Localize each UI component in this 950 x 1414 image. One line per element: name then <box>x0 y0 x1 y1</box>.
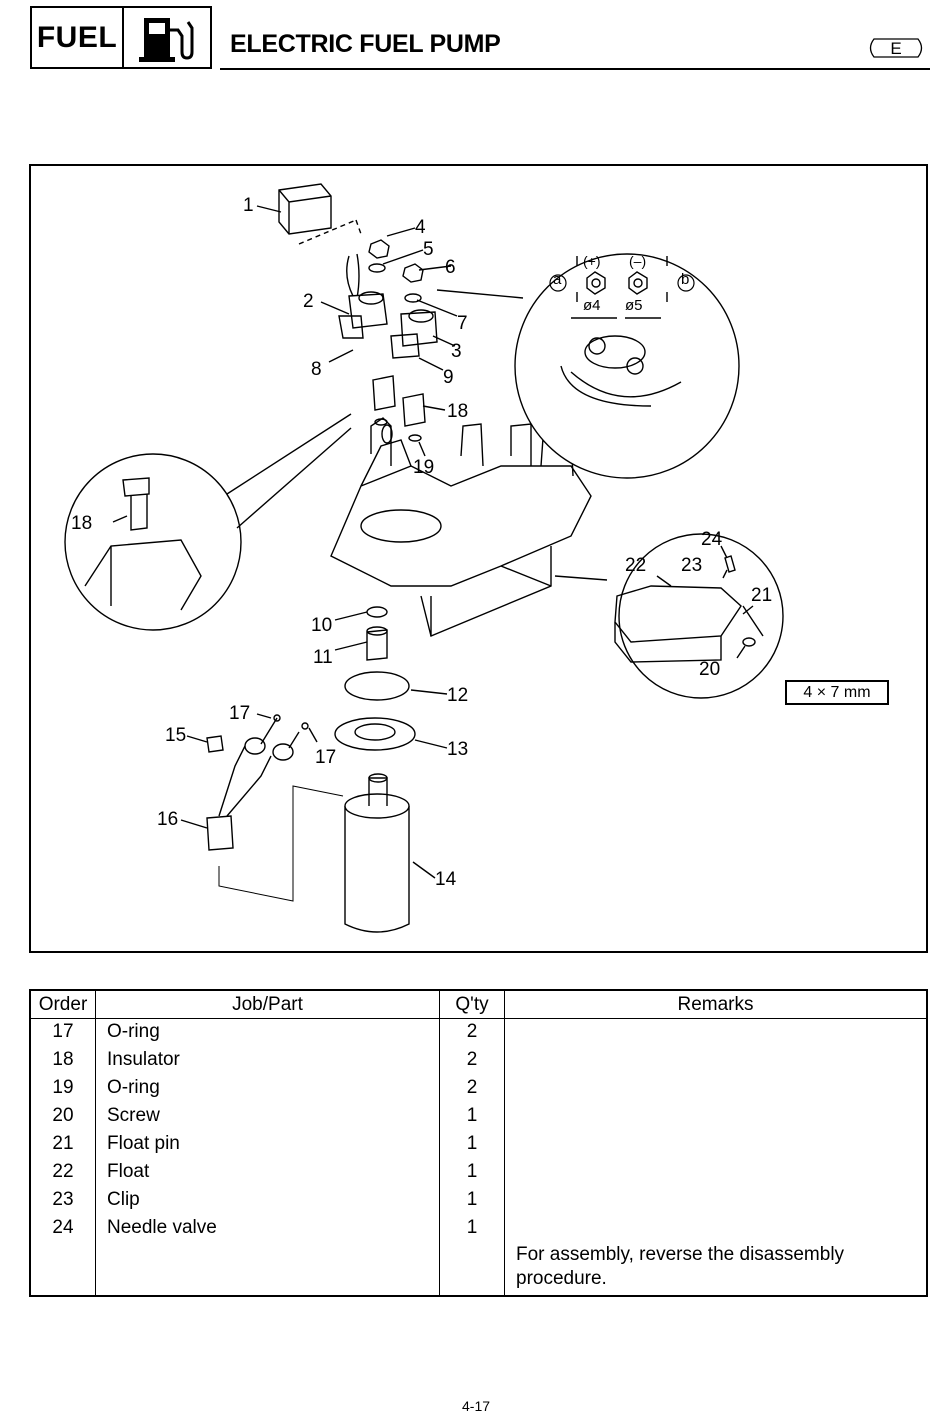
part-cell: Float pin <box>95 1131 440 1159</box>
detail-label-b: b <box>681 271 690 288</box>
detail-label-dia5: ø5 <box>625 297 643 314</box>
callout-6: 6 <box>445 257 456 278</box>
table-row: 23 Clip 1 <box>29 1187 928 1215</box>
page-number: 4-17 <box>462 1398 491 1414</box>
order-cell: 23 <box>29 1187 96 1215</box>
detail-label-a: a <box>553 271 562 288</box>
callout-16: 16 <box>157 809 179 830</box>
remarks-cell <box>504 1103 928 1131</box>
remarks-cell <box>504 1047 928 1075</box>
remarks-cell <box>504 1215 928 1243</box>
callout-24: 24 <box>701 529 723 550</box>
callout-5: 5 <box>423 239 434 260</box>
table-row: 22 Float 1 <box>29 1159 928 1187</box>
callout-3: 3 <box>451 341 462 362</box>
part-cell: Float <box>95 1159 440 1187</box>
title-underline <box>220 68 930 70</box>
callout-14: 14 <box>435 869 457 890</box>
qty-cell: 1 <box>439 1187 505 1215</box>
callout-18a: 18 <box>447 401 469 422</box>
callout-20: 20 <box>699 659 721 680</box>
order-cell: 20 <box>29 1103 96 1131</box>
col-order: Order <box>29 990 96 1019</box>
callout-18b: 18 <box>71 513 93 534</box>
callout-1: 1 <box>243 195 254 216</box>
callout-10: 10 <box>311 615 333 636</box>
part-cell: O-ring <box>95 1018 440 1047</box>
order-cell: 19 <box>29 1075 96 1103</box>
qty-cell: 2 <box>439 1075 505 1103</box>
callout-13: 13 <box>447 739 469 760</box>
fuel-pump-icon <box>124 8 210 67</box>
remarks-cell <box>504 1018 928 1047</box>
remarks-cell <box>504 1075 928 1103</box>
callout-2: 2 <box>303 291 314 312</box>
qty-cell: 1 <box>439 1215 505 1243</box>
part-cell: Screw <box>95 1103 440 1131</box>
table-row: 21 Float pin 1 <box>29 1131 928 1159</box>
section-tab: FUEL <box>30 6 212 69</box>
exploded-diagram: a b (+) (–) ø4 ø5 1 2 3 4 5 6 7 8 9 10 1… <box>29 164 928 953</box>
detail-label-dia4: ø4 <box>583 297 601 314</box>
table-row: 18 Insulator 2 <box>29 1047 928 1075</box>
callout-9: 9 <box>443 367 454 388</box>
qty-cell: 1 <box>439 1131 505 1159</box>
qty-cell: 1 <box>439 1103 505 1131</box>
diagram-drawing <box>64 183 784 933</box>
part-cell: Insulator <box>95 1047 440 1075</box>
col-remarks: Remarks <box>504 990 928 1019</box>
table-row-closing: For assembly, reverse the disassembly pr… <box>29 1243 928 1296</box>
qty-cell: 2 <box>439 1047 505 1075</box>
callout-19: 19 <box>413 457 435 478</box>
remarks-cell <box>504 1159 928 1187</box>
col-job-part: Job/Part <box>95 990 440 1019</box>
detail-label-plus: (+) <box>583 253 601 269</box>
qty-cell: 1 <box>439 1159 505 1187</box>
screw-size-box: 4 × 7 mm <box>785 680 889 705</box>
parts-table: Order Job/Part Q'ty Remarks 17 O-ring 2 … <box>29 989 928 1297</box>
callout-17a: 17 <box>229 703 251 724</box>
callout-7: 7 <box>457 313 468 334</box>
order-cell: 21 <box>29 1131 96 1159</box>
detail-label-minus: (–) <box>629 253 647 269</box>
order-cell: 18 <box>29 1047 96 1075</box>
table-row: 19 O-ring 2 <box>29 1075 928 1103</box>
callout-23: 23 <box>681 555 703 576</box>
table-row: 24 Needle valve 1 <box>29 1215 928 1243</box>
callout-4: 4 <box>415 217 426 238</box>
table-row: 20 Screw 1 <box>29 1103 928 1131</box>
qty-cell: 2 <box>439 1018 505 1047</box>
language-badge: E <box>866 38 926 58</box>
callout-21: 21 <box>751 585 773 606</box>
page-title: ELECTRIC FUEL PUMP <box>230 30 501 58</box>
remarks-cell <box>504 1131 928 1159</box>
callout-12: 12 <box>447 685 469 706</box>
part-cell: Clip <box>95 1187 440 1215</box>
order-cell: 24 <box>29 1215 96 1243</box>
callout-11: 11 <box>313 647 333 668</box>
col-qty: Q'ty <box>439 990 505 1019</box>
remarks-cell <box>504 1187 928 1215</box>
table-row: 17 O-ring 2 <box>29 1018 928 1047</box>
section-label: FUEL <box>32 8 124 67</box>
part-cell: Needle valve <box>95 1215 440 1243</box>
callout-17b: 17 <box>315 747 337 768</box>
order-cell: 22 <box>29 1159 96 1187</box>
closing-remark: For assembly, reverse the disassembly pr… <box>516 1244 845 1289</box>
part-cell: O-ring <box>95 1075 440 1103</box>
callout-15: 15 <box>165 725 187 746</box>
table-header-row: Order Job/Part Q'ty Remarks <box>29 990 928 1019</box>
callout-22: 22 <box>625 555 647 576</box>
order-cell: 17 <box>29 1018 96 1047</box>
callout-8: 8 <box>311 359 322 380</box>
